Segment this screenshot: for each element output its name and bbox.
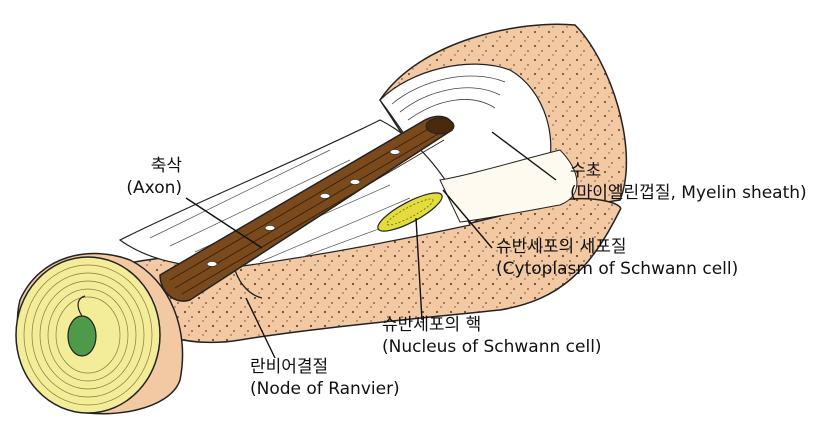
sheath-label-en: (마이엘린껍질, Myelin sheath): [570, 182, 807, 204]
axon-label-en: (Axon): [102, 177, 182, 199]
nucleus-label-en: (Nucleus of Schwann cell): [382, 336, 602, 358]
sheath-label-ko: 수초: [570, 160, 807, 182]
nucleus-label: 슈반세포의 핵 (Nucleus of Schwann cell): [382, 314, 602, 358]
cytoplasm-label-ko: 슈반세포의 세포질: [496, 236, 738, 258]
node-label-en: (Node of Ranvier): [250, 378, 400, 400]
cytoplasm-label: 슈반세포의 세포질 (Cytoplasm of Schwann cell): [496, 236, 738, 280]
node-label: 란비어결절 (Node of Ranvier): [250, 356, 400, 400]
sheath-label: 수초 (마이엘린껍질, Myelin sheath): [570, 160, 807, 204]
cross-section-axon: [68, 316, 96, 356]
axon-label: 축삭 (Axon): [102, 155, 182, 199]
cytoplasm-label-en: (Cytoplasm of Schwann cell): [496, 258, 738, 280]
axon-label-ko: 축삭: [102, 155, 182, 177]
node-label-ko: 란비어결절: [250, 356, 400, 378]
nucleus-label-ko: 슈반세포의 핵: [382, 314, 602, 336]
